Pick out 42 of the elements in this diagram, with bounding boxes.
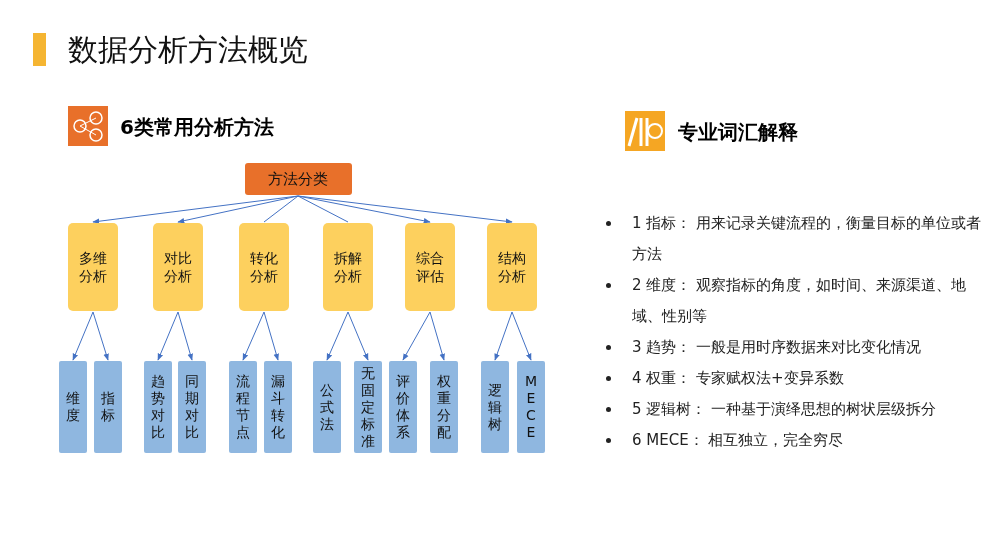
bullet-item: 3 趋势： 一般是用时序数据来对比变化情况 xyxy=(632,332,994,363)
bullet-item: 6 MECE： 相互独立，完全穷尽 xyxy=(632,425,994,456)
arrow xyxy=(347,311,369,361)
term-box: 评价体系 xyxy=(389,361,417,453)
arrow xyxy=(177,195,299,224)
term-box: 指标 xyxy=(94,361,122,453)
arrow xyxy=(402,311,431,361)
arrow xyxy=(494,311,513,361)
term-box: 维度 xyxy=(59,361,87,453)
bullet-item: 5 逻辑树： 一种基于演绎思想的树状层级拆分 xyxy=(632,394,994,425)
term-box: MECE xyxy=(517,361,545,453)
title: 数据分析方法概览 xyxy=(68,31,308,69)
category-box: 方法分类 xyxy=(244,163,352,195)
arrow xyxy=(242,311,265,361)
term-box: 流程节点 xyxy=(229,361,257,453)
method-box: 多维分析 xyxy=(68,223,118,311)
term-box: 公式法 xyxy=(313,361,341,453)
term-box: 权重分配 xyxy=(430,361,458,453)
arrow xyxy=(72,311,94,361)
term-box: 趋势对比 xyxy=(144,361,172,453)
method-box: 拆解分析 xyxy=(323,223,373,311)
term-box: 无固定标准 xyxy=(354,361,382,453)
section-heading: 6类常用分析方法 xyxy=(120,114,274,141)
method-box: 结构分析 xyxy=(487,223,537,311)
arrow xyxy=(429,311,445,361)
arrow xyxy=(157,311,179,361)
term-box: 漏斗转化 xyxy=(264,361,292,453)
bullet-item: 2 维度： 观察指标的角度，如时间、来源渠道、地域、性别等 xyxy=(632,270,994,332)
arrow xyxy=(92,311,109,361)
term-box: 逻辑树 xyxy=(481,361,509,453)
method-box: 转化分析 xyxy=(239,223,289,311)
arrow xyxy=(297,195,513,224)
arrow xyxy=(326,311,349,361)
method-box: 对比分析 xyxy=(153,223,203,311)
term-box: 同期对比 xyxy=(178,361,206,453)
arrow xyxy=(177,311,193,361)
section-heading: 专业词汇解释 xyxy=(678,119,798,146)
bullet-item: 1 指标： 用来记录关键流程的，衡量目标的单位或者方法 xyxy=(632,208,994,270)
method-box: 综合评估 xyxy=(405,223,455,311)
bullet-item: 4 权重： 专家赋权法+变异系数 xyxy=(632,363,994,394)
arrow xyxy=(263,311,279,361)
arrow xyxy=(511,311,532,361)
